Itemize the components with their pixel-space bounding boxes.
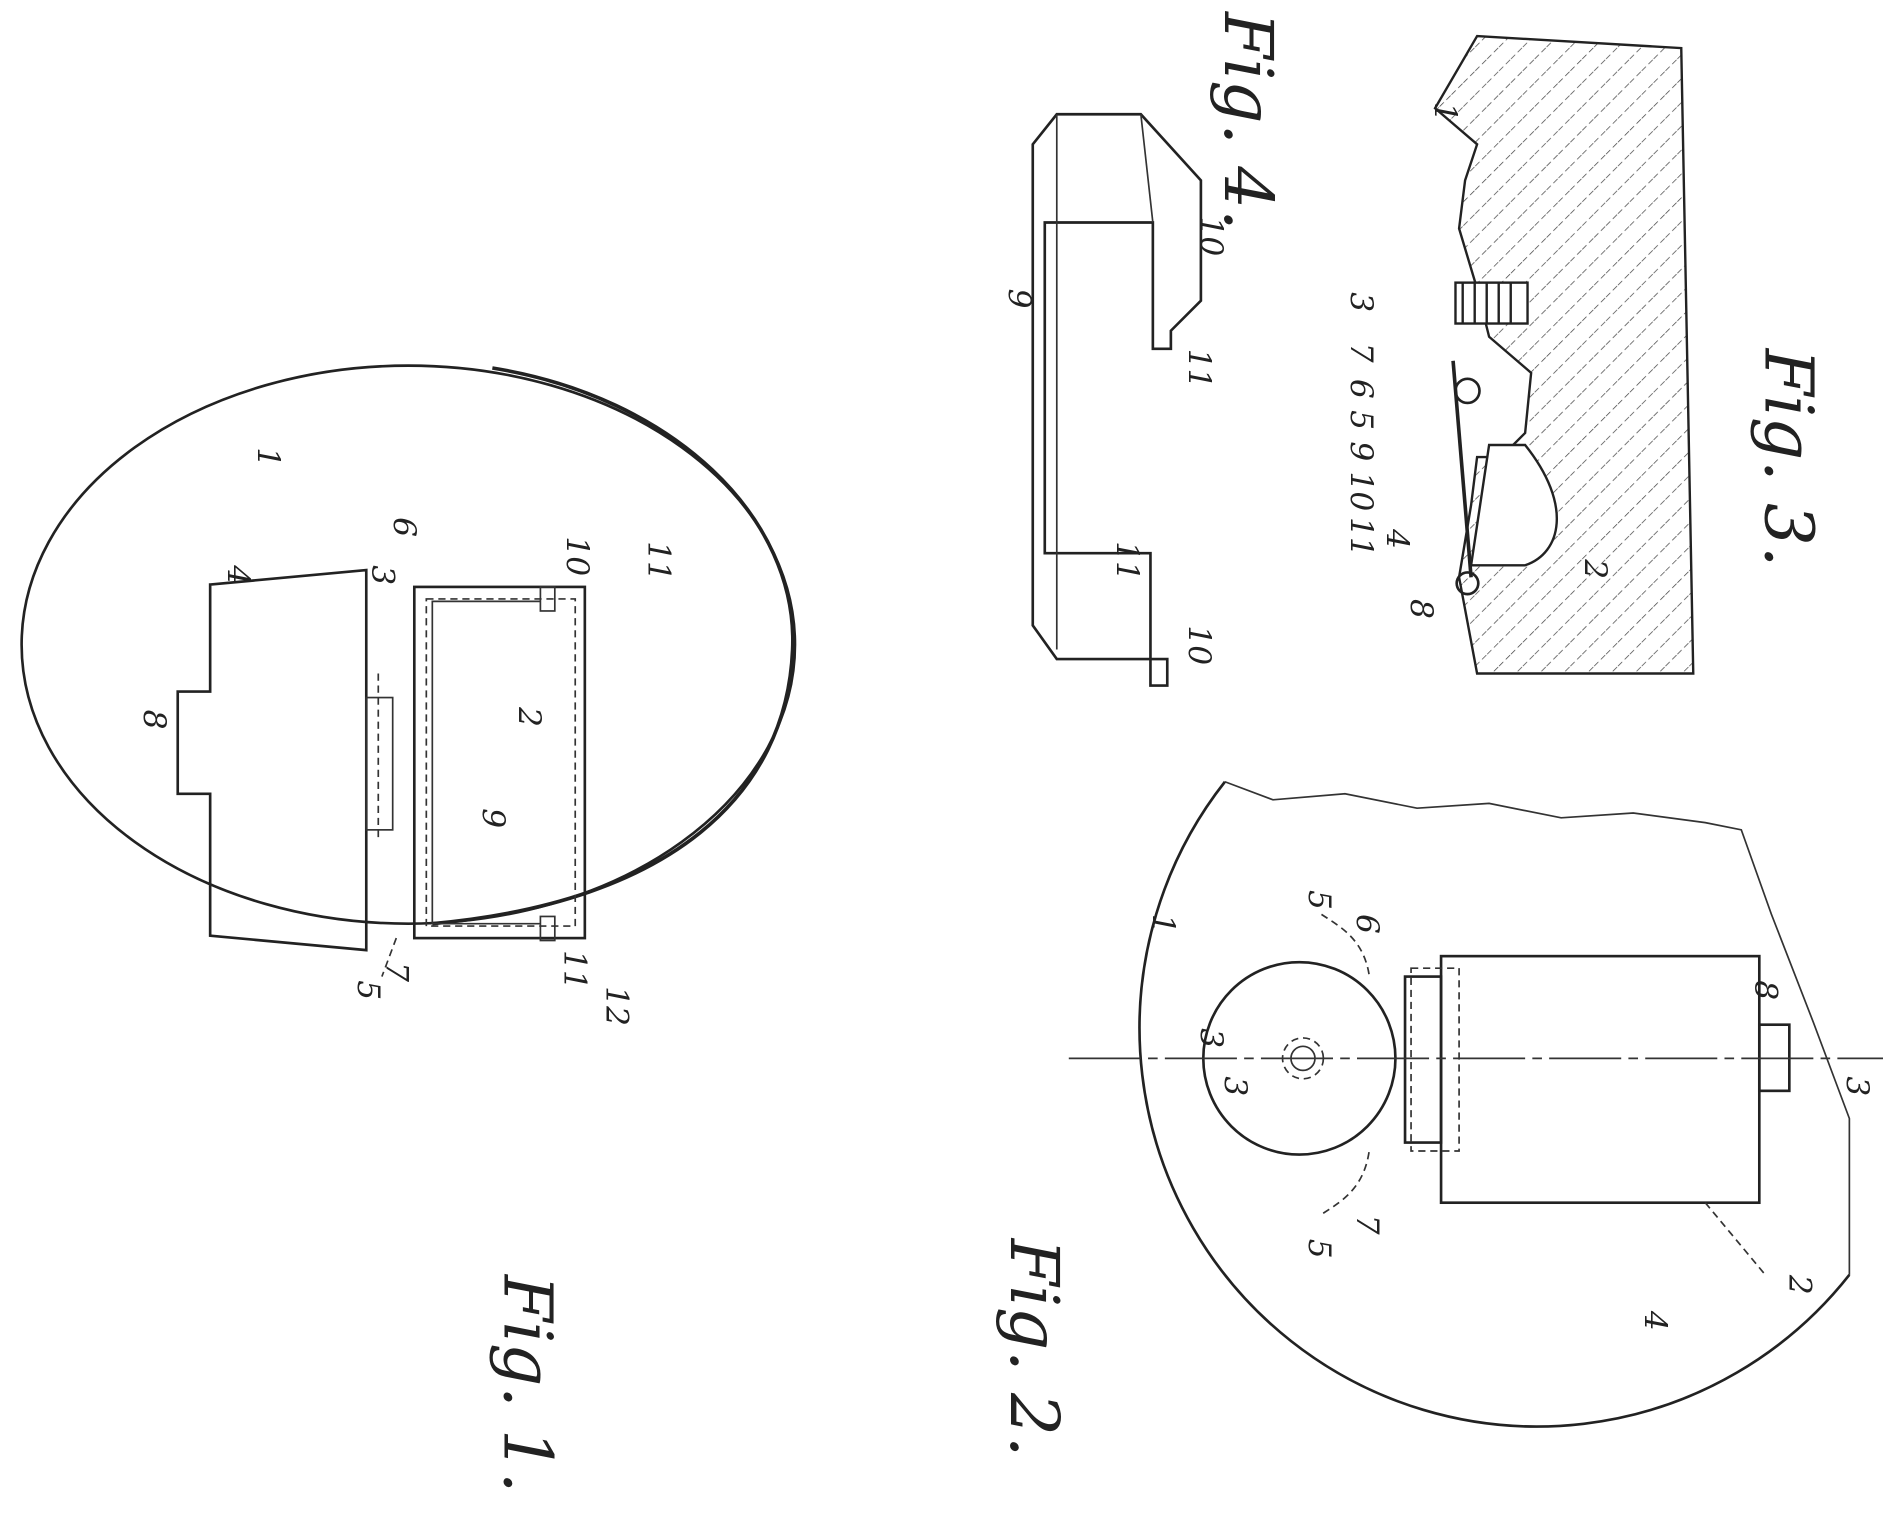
ref-8: 8: [136, 710, 172, 730]
ref-7: 7: [379, 962, 415, 982]
edge-line: [1140, 114, 1154, 223]
ref-9: 9: [475, 808, 511, 828]
fig2-labels: 1 3 3 3 6 5 7 5 2 4 8: [1145, 890, 1875, 1331]
ref-6: 6: [1349, 914, 1385, 934]
ref-7: 7: [1349, 1215, 1385, 1235]
ref-1: 1: [250, 447, 286, 467]
disc-face: [20, 364, 797, 925]
ref-5: 5: [1301, 890, 1337, 910]
recess-4: [1439, 954, 1761, 1205]
ref-7: 7: [1343, 343, 1379, 363]
ref-5: 5: [350, 980, 386, 1000]
ref-8: 8: [1748, 980, 1784, 1000]
dashed-lead: [1320, 1152, 1370, 1216]
spring-end: [539, 586, 556, 612]
ref-3: 3: [364, 565, 400, 585]
ref-11b: 11: [556, 950, 592, 990]
ref-11b: 11: [1109, 541, 1145, 581]
recess-2: [1469, 443, 1559, 567]
figure-1: 1 4 8 3 6 7 5 9 2 10 11 11 12 Fig. 1.: [20, 364, 797, 1493]
ref-4: 4: [1637, 1310, 1673, 1331]
ref-3-arrow-bottom: 3: [1839, 1076, 1875, 1096]
ref-6: 6: [1343, 379, 1379, 399]
ref-10b: 10: [1181, 625, 1217, 665]
ref-3-arrow-top: 3: [1217, 1076, 1253, 1096]
ref-10: 10: [1343, 471, 1379, 511]
ref-5b: 5: [1301, 1239, 1337, 1259]
ref-12: 12: [598, 986, 634, 1026]
ref-9: 9: [1001, 289, 1037, 309]
ref-5: 5: [1343, 410, 1379, 430]
disc-rim: [432, 366, 795, 926]
pivot-8: [1455, 571, 1480, 596]
spring-coils: [1461, 282, 1512, 324]
ref-3: 3: [1193, 1028, 1229, 1048]
slot-dashed: [1410, 967, 1460, 1152]
dashed-lead: [1320, 913, 1370, 975]
recess-2-inner: [425, 598, 577, 927]
spring-3: [1454, 281, 1529, 325]
ref-11: 11: [640, 541, 676, 581]
disc-outline: [1138, 780, 1851, 1428]
ref-4: 4: [220, 564, 256, 585]
figure-2: 1 3 3 3 6 5 7 5 2 4 8 Fig. 2.: [995, 780, 1883, 1457]
ref-8: 8: [1403, 599, 1439, 619]
ref-11: 11: [1181, 349, 1217, 389]
section-body: [1433, 34, 1695, 675]
ref-3: 3: [1343, 292, 1379, 312]
spring-end: [539, 915, 556, 942]
block-4: [176, 568, 368, 952]
slot-9: [1403, 975, 1443, 1144]
figure-3-label: Fig. 3.: [1749, 347, 1827, 567]
dashed-line: [381, 937, 398, 977]
ref-2: 2: [1577, 558, 1613, 579]
fig1-labels: 1 4 8 3 6 7 5 9 2 10 11 11 12: [136, 447, 676, 1026]
dashed-lead: [1704, 1202, 1766, 1276]
ref-6: 6: [386, 517, 422, 537]
ref-2: 2: [511, 706, 547, 727]
ref-1: 1: [1145, 914, 1181, 934]
u-spring-9: [431, 600, 541, 925]
ref-1: 1: [1427, 102, 1463, 122]
figure-2-label: Fig. 2.: [995, 1237, 1073, 1457]
ref-2: 2: [1781, 1274, 1817, 1295]
fig3-labels: 1 3 7 6 5 9 10 11 4 8 2: [1343, 102, 1613, 619]
figure-1-label: Fig. 1.: [488, 1273, 566, 1493]
u-spring-part: [1031, 112, 1203, 687]
pivot: [1454, 377, 1481, 405]
ref-11: 11: [1343, 517, 1379, 557]
figure-4: 9 10 11 11 10 Fig. 4.: [1001, 10, 1287, 687]
figure-3: 1 3 7 6 5 9 10 11 4 8 2 Fig. 3.: [1343, 34, 1827, 675]
clip-strip: [365, 696, 394, 831]
figure-4-label: Fig. 4.: [1209, 10, 1287, 230]
ref-10: 10: [1193, 216, 1229, 256]
torn-edge: [1224, 780, 1851, 1275]
ref-4: 4: [1379, 528, 1415, 549]
ref-10: 10: [559, 536, 595, 576]
recess-2: [412, 585, 587, 940]
ref-9: 9: [1343, 441, 1379, 461]
fig4-labels: 9 10 11 11 10: [1001, 216, 1229, 665]
